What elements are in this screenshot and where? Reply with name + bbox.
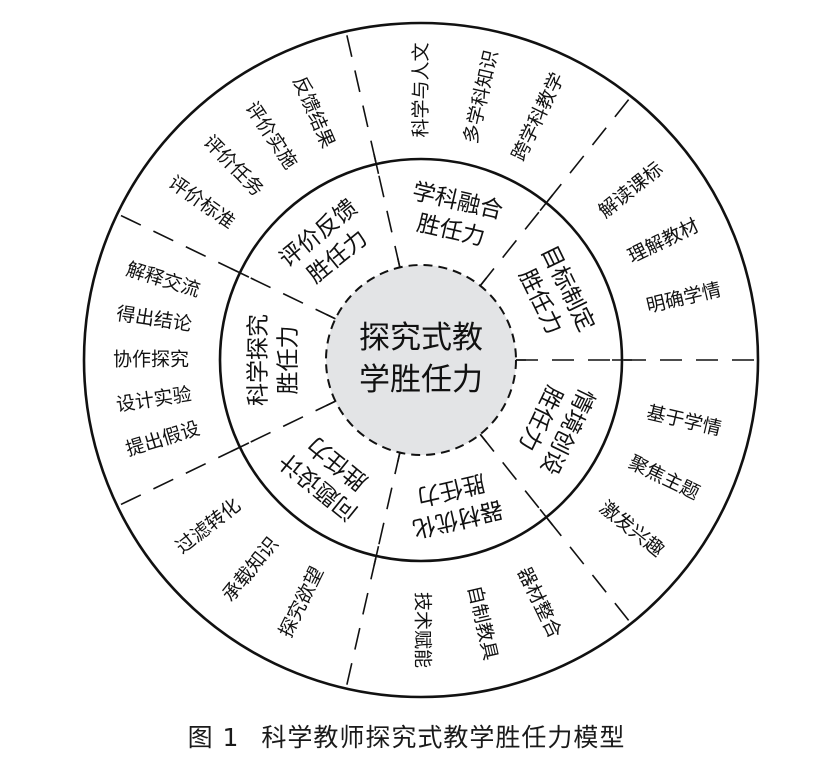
figure-caption: 图 1 科学教师探究式教学胜任力模型 [0, 718, 813, 754]
indicator-label: 协作探究 [113, 349, 189, 371]
indicator-label: 探究欲望 [275, 563, 328, 641]
sector-divider [117, 400, 336, 507]
indicator-label: 解释交流 [124, 258, 203, 301]
indicator-label: 评价实施 [241, 98, 302, 173]
core-circle [325, 264, 517, 456]
caption-number: 图 1 [187, 723, 240, 752]
divider-tick [539, 508, 554, 526]
sector-dividers [117, 31, 758, 689]
indicator-label: 设计实验 [115, 383, 193, 416]
sector-divider [345, 452, 401, 689]
competency-label-line2: 胜任力 [276, 326, 302, 395]
caption-title: 科学教师探究式教学胜任力模型 [261, 723, 626, 752]
indicator-label: 反馈结果 [288, 73, 339, 151]
core-label: 探究式教 学胜任力 [359, 320, 483, 398]
indicator-label: 过滤转化 [172, 494, 245, 558]
core-label-line2: 学胜任力 [359, 362, 483, 398]
indicator-label: 自制教具 [463, 583, 502, 662]
indicator-label: 科学与人文 [410, 42, 432, 137]
indicator-label: 解读课标 [594, 158, 667, 223]
divider-tick [373, 546, 380, 566]
outer-ring [82, 21, 760, 699]
sector-divider [479, 433, 632, 624]
indicator-label: 器材整合 [513, 564, 566, 642]
divider-tick [230, 442, 250, 453]
indicator-label: 聚焦主题 [625, 451, 703, 504]
indicator-label: 基于学情 [645, 402, 724, 441]
divider-tick [373, 154, 380, 174]
sector-divider [345, 31, 401, 268]
indicator-label: 跨学科教学 [508, 69, 569, 164]
indicator-label: 提出假设 [123, 417, 202, 460]
indicator-label: 明确学情 [644, 279, 723, 318]
core-label-line1: 探究式教 [359, 320, 483, 356]
indicator-label: 激发兴趣 [595, 497, 668, 562]
indicator-label: 技术赋能 [411, 592, 433, 668]
indicator-label: 评价任务 [199, 131, 268, 201]
divider-tick [230, 267, 250, 278]
indicator-label: 得出结论 [115, 303, 193, 336]
indicator-label: 多学科知识 [460, 48, 503, 146]
sector-divider [117, 213, 336, 320]
indicator-label: 承载知识 [218, 533, 283, 606]
divider-tick [539, 194, 554, 212]
competency-label-line1: 科学探究 [246, 314, 272, 406]
indicator-label: 理解教材 [624, 215, 702, 268]
indicator-label: 评价标准 [164, 171, 239, 233]
sector-divider [479, 96, 632, 287]
